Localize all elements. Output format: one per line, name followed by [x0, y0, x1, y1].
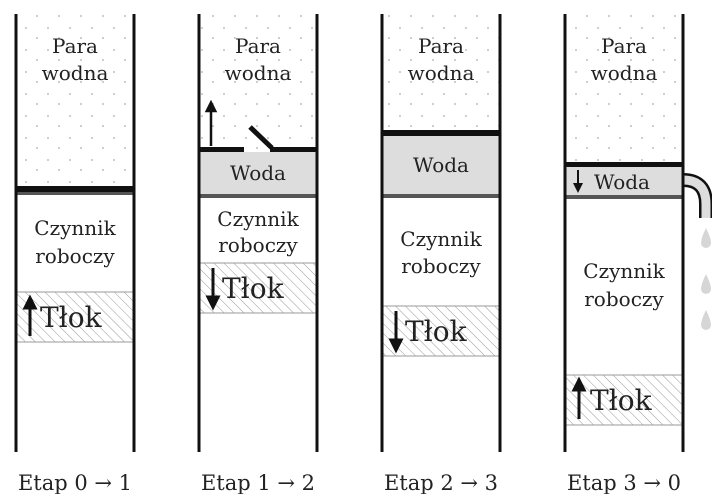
stage-0-1: Para wodna Czynnik roboczy Tłok Etap 0 →… — [14, 14, 136, 494]
fluid-label-line2: roboczy — [584, 287, 664, 311]
fluid-label-line1: Czynnik — [217, 207, 299, 231]
separator-plate — [16, 186, 134, 192]
steam-region — [16, 14, 134, 190]
stage-caption: Etap 3 → 0 — [567, 471, 681, 494]
separator-plate — [199, 194, 317, 198]
water-drop — [701, 310, 711, 330]
stage-caption: Etap 0 → 1 — [18, 471, 132, 494]
water-drop — [701, 274, 711, 294]
stage-caption: Etap 1 → 2 — [201, 471, 315, 494]
fluid-label-line1: Czynnik — [400, 227, 482, 251]
piston-label: Tłok — [222, 272, 285, 305]
drain-pipe — [682, 175, 711, 218]
stage-2-3: Para wodna Woda Czynnik roboczy Tłok Eta… — [380, 14, 502, 494]
separator-plate — [565, 195, 683, 199]
steam-label-line1: Para — [52, 34, 98, 58]
steam-label-line1: Para — [601, 34, 647, 58]
piston-label: Tłok — [40, 301, 103, 334]
steam-region — [565, 14, 683, 162]
water-label: Woda — [594, 170, 650, 194]
water-layer — [382, 136, 500, 194]
fluid-label-line2: roboczy — [35, 244, 115, 268]
water-label: Woda — [413, 153, 469, 177]
water-layer — [565, 167, 683, 195]
steam-label-line2: wodna — [225, 61, 292, 85]
stage-caption: Etap 2 → 3 — [384, 471, 498, 494]
open-valve-flap — [248, 125, 274, 150]
top-plate — [382, 130, 500, 136]
water-label: Woda — [230, 161, 286, 185]
fluid-label-line2: roboczy — [218, 233, 298, 257]
fluid-label-line1: Czynnik — [583, 259, 665, 283]
fluid-label-line2: roboczy — [401, 254, 481, 278]
steam-label-line1: Para — [235, 34, 281, 58]
separator-shadow — [16, 192, 134, 195]
piston-label: Tłok — [405, 315, 468, 348]
top-plate — [565, 162, 683, 167]
stage-3-0: Para wodna Woda Czynnik roboczy Tłok Eta… — [563, 14, 712, 494]
steam-region — [199, 14, 317, 150]
stage-1-2: Para wodna Woda Czynnik roboczy Tłok Eta… — [197, 14, 319, 494]
separator-plate — [382, 194, 500, 198]
steam-label-line2: wodna — [42, 61, 109, 85]
water-layer — [199, 152, 317, 194]
steam-label-line2: wodna — [408, 61, 475, 85]
top-plate-right — [270, 147, 317, 152]
fluid-label-line1: Czynnik — [34, 216, 116, 240]
top-plate-left — [199, 147, 244, 152]
steam-region — [382, 14, 500, 130]
water-drop — [701, 228, 711, 248]
steam-label-line2: wodna — [591, 61, 658, 85]
steam-label-line1: Para — [418, 34, 464, 58]
piston-label: Tłok — [590, 384, 653, 417]
